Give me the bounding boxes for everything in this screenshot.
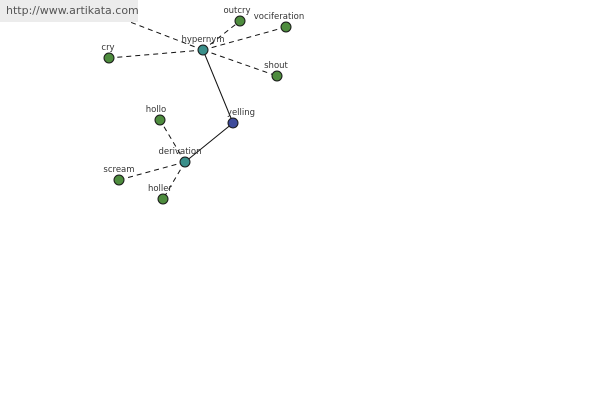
- edge-derivation-hollo: [159, 119, 186, 163]
- edge-yelling-derivation: [184, 122, 234, 163]
- leaf-label-shout: shout: [264, 61, 288, 71]
- edge-yelling-hypernym: [202, 49, 234, 124]
- hub-node-derivation[interactable]: [179, 156, 191, 168]
- leaf-node-shout[interactable]: [271, 70, 283, 82]
- nodes-layer: [103, 15, 292, 205]
- leaf-node-scream[interactable]: [113, 174, 125, 186]
- hub-label-hypernym: hypernym: [181, 35, 224, 45]
- leaf-node-cry[interactable]: [103, 52, 115, 64]
- leaf-label-cry: cry: [101, 43, 114, 53]
- hub-label-derivation: derivation: [158, 147, 201, 157]
- leaf-label-outcry: outcry: [223, 6, 250, 16]
- leaf-label-holler: holler: [148, 184, 173, 194]
- hub-node-hypernym[interactable]: [197, 44, 209, 56]
- leaf-node-holler[interactable]: [157, 193, 169, 205]
- edge-derivation-holler: [162, 161, 186, 200]
- edges-layer: [108, 20, 287, 200]
- leaf-node-hollo[interactable]: [154, 114, 166, 126]
- leaf-label-vociferation: vociferation: [254, 12, 304, 22]
- leaf-node-outcry[interactable]: [234, 15, 246, 27]
- center-label-yelling: yelling: [227, 108, 255, 118]
- leaf-label-scream: scream: [103, 165, 134, 175]
- edge-hypernym-offscreen-0: [129, 21, 204, 51]
- edge-hypernym-cry: [108, 49, 204, 59]
- labels-layer: outcry vociferation cry shout hollo scream hol…: [101, 6, 304, 194]
- leaf-label-hollo: hollo: [146, 105, 167, 115]
- leaf-node-vociferation[interactable]: [280, 21, 292, 33]
- source-url-watermark[interactable]: http://www.artikata.com: [0, 0, 139, 22]
- edge-hypernym-shout: [202, 49, 278, 77]
- center-node-yelling[interactable]: [227, 117, 239, 129]
- edge-hypernym-outcry: [202, 20, 241, 51]
- edge-derivation-scream: [118, 161, 186, 181]
